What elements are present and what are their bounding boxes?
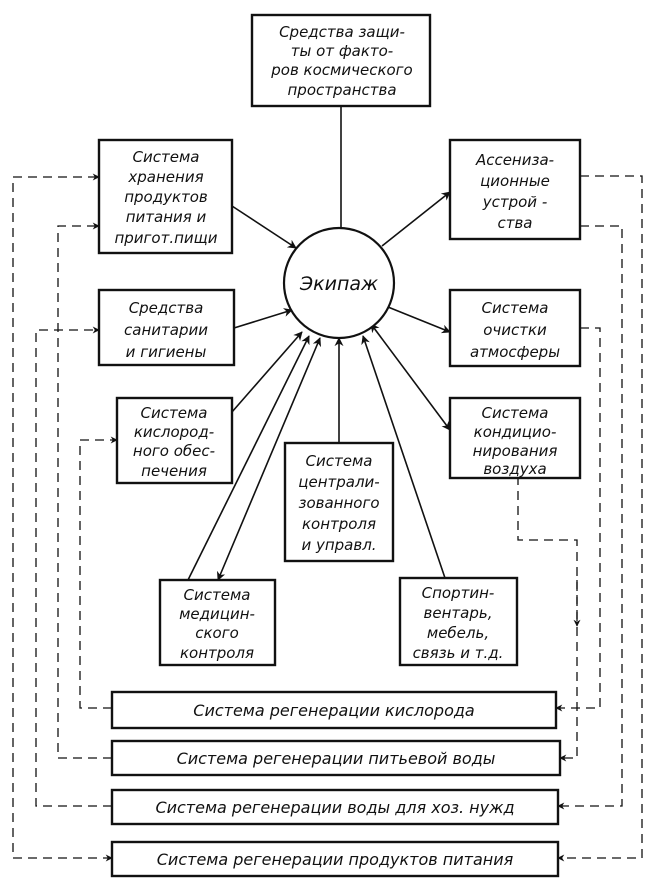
node-label-line: пригот.пищи	[114, 229, 217, 247]
loop-aircond-to-drinking-water	[517, 476, 578, 762]
loop-household-water-to-sanitary	[35, 326, 112, 807]
node-label-line: централи-	[298, 473, 379, 491]
regen-household-water-label: Система регенерации воды для хоз. нужд	[155, 798, 514, 817]
node-label-line: и управл.	[301, 536, 376, 554]
node-label-line: Спортин-	[422, 584, 495, 602]
solid-connectors	[187, 106, 451, 581]
link-medical-2	[216, 337, 322, 581]
node-label-line: кондицио-	[474, 423, 557, 441]
node-label-line: ного обес-	[133, 442, 215, 460]
node-label-line: Система	[306, 452, 373, 470]
link-air-conditioning	[370, 323, 451, 431]
node-label-line: очистки	[483, 321, 547, 339]
node-label-line: Система	[184, 586, 251, 604]
node-label-line: печения	[141, 462, 207, 480]
node-label-line: санитарии	[124, 321, 208, 339]
node-label-line: Система	[482, 299, 549, 317]
node-crew: Экипаж	[282, 226, 396, 340]
loop-oxygen-regen-to-supply	[79, 436, 118, 709]
regen-oxygen-label: Система регенерации кислорода	[193, 701, 474, 720]
node-label-line: ты от факто-	[291, 42, 393, 60]
loop-sewage-to-food-regen	[557, 175, 643, 862]
node-label-line: устрой -	[482, 193, 548, 211]
loop-atmosphere-to-oxygen-regen	[555, 327, 601, 712]
node-label-line: ского	[195, 624, 239, 642]
regen-drinking-water-label: Система регенерации питьевой воды	[177, 749, 496, 768]
node-label-line: питания и	[126, 208, 207, 226]
node-equipment: Спортин- вентарь, мебель, связь и т.д.	[398, 576, 519, 667]
node-air-conditioning: Система кондицио- нирования воздуха	[448, 396, 582, 480]
node-label-line: кислород-	[134, 423, 214, 441]
node-label-line: Средства	[129, 299, 204, 317]
node-label-line: ционные	[480, 172, 550, 190]
node-label-line: Средства защи-	[279, 23, 405, 41]
node-label-line: воздуха	[483, 460, 546, 478]
loop-sewage-to-household-water	[557, 225, 623, 810]
node-label-line: ров космического	[270, 61, 413, 79]
node-central-control: Система централи- зованного контроля и у…	[283, 441, 395, 563]
crew-label: Экипаж	[299, 273, 378, 295]
node-label-line: зованного	[298, 494, 379, 512]
node-label-line: связь и т.д.	[413, 644, 504, 662]
node-atmosphere: Система очистки атмосферы	[448, 288, 582, 368]
node-label-line: контроля	[302, 515, 376, 533]
link-sewage	[381, 191, 451, 247]
link-food-storage	[231, 205, 297, 249]
node-label-line: Система	[141, 404, 208, 422]
node-label-line: вентарь,	[424, 604, 493, 622]
loop-drinking-water-to-food	[57, 222, 112, 759]
node-label-line: мебель,	[427, 624, 489, 642]
link-atmosphere	[382, 304, 451, 334]
node-sanitary: Средства санитарии и гигиены	[97, 288, 236, 367]
node-label-line: хранения	[127, 168, 203, 186]
loop-food-regen-to-storage	[12, 173, 113, 862]
node-regen-food: Система регенерации продуктов питания	[110, 840, 560, 878]
regen-food-label: Система регенерации продуктов питания	[157, 850, 514, 869]
node-label-line: атмосферы	[470, 343, 560, 361]
dashed-connectors	[12, 173, 643, 862]
link-sanitary	[233, 308, 293, 329]
link-equipment	[361, 335, 446, 579]
node-label-line: медицин-	[179, 605, 255, 623]
node-label-line: и гигиены	[126, 343, 207, 361]
node-label-line: Система	[482, 404, 549, 422]
node-sewage: Ассениза- ционные устрой - ства	[448, 138, 582, 241]
node-label-line: контроля	[180, 644, 254, 662]
node-space-protection: Средства защи- ты от факто- ров космичес…	[250, 13, 432, 108]
node-label-line: нирования	[473, 442, 558, 460]
node-regen-drinking-water: Система регенерации питьевой воды	[110, 739, 562, 777]
node-label-line: продуктов	[124, 188, 208, 206]
node-food-storage: Система хранения продуктов питания и при…	[97, 138, 234, 255]
node-label-line: Система	[133, 148, 200, 166]
node-regen-household-water: Система регенерации воды для хоз. нужд	[110, 788, 560, 826]
node-label-line: ства	[497, 214, 532, 232]
node-label-line: пространства	[287, 81, 396, 99]
node-regen-oxygen: Система регенерации кислорода	[110, 690, 558, 730]
node-medical: Система медицин- ского контроля	[158, 578, 277, 667]
node-oxygen-supply: Система кислород- ного обес- печения	[115, 396, 234, 485]
node-label-line: Ассениза-	[475, 151, 554, 169]
